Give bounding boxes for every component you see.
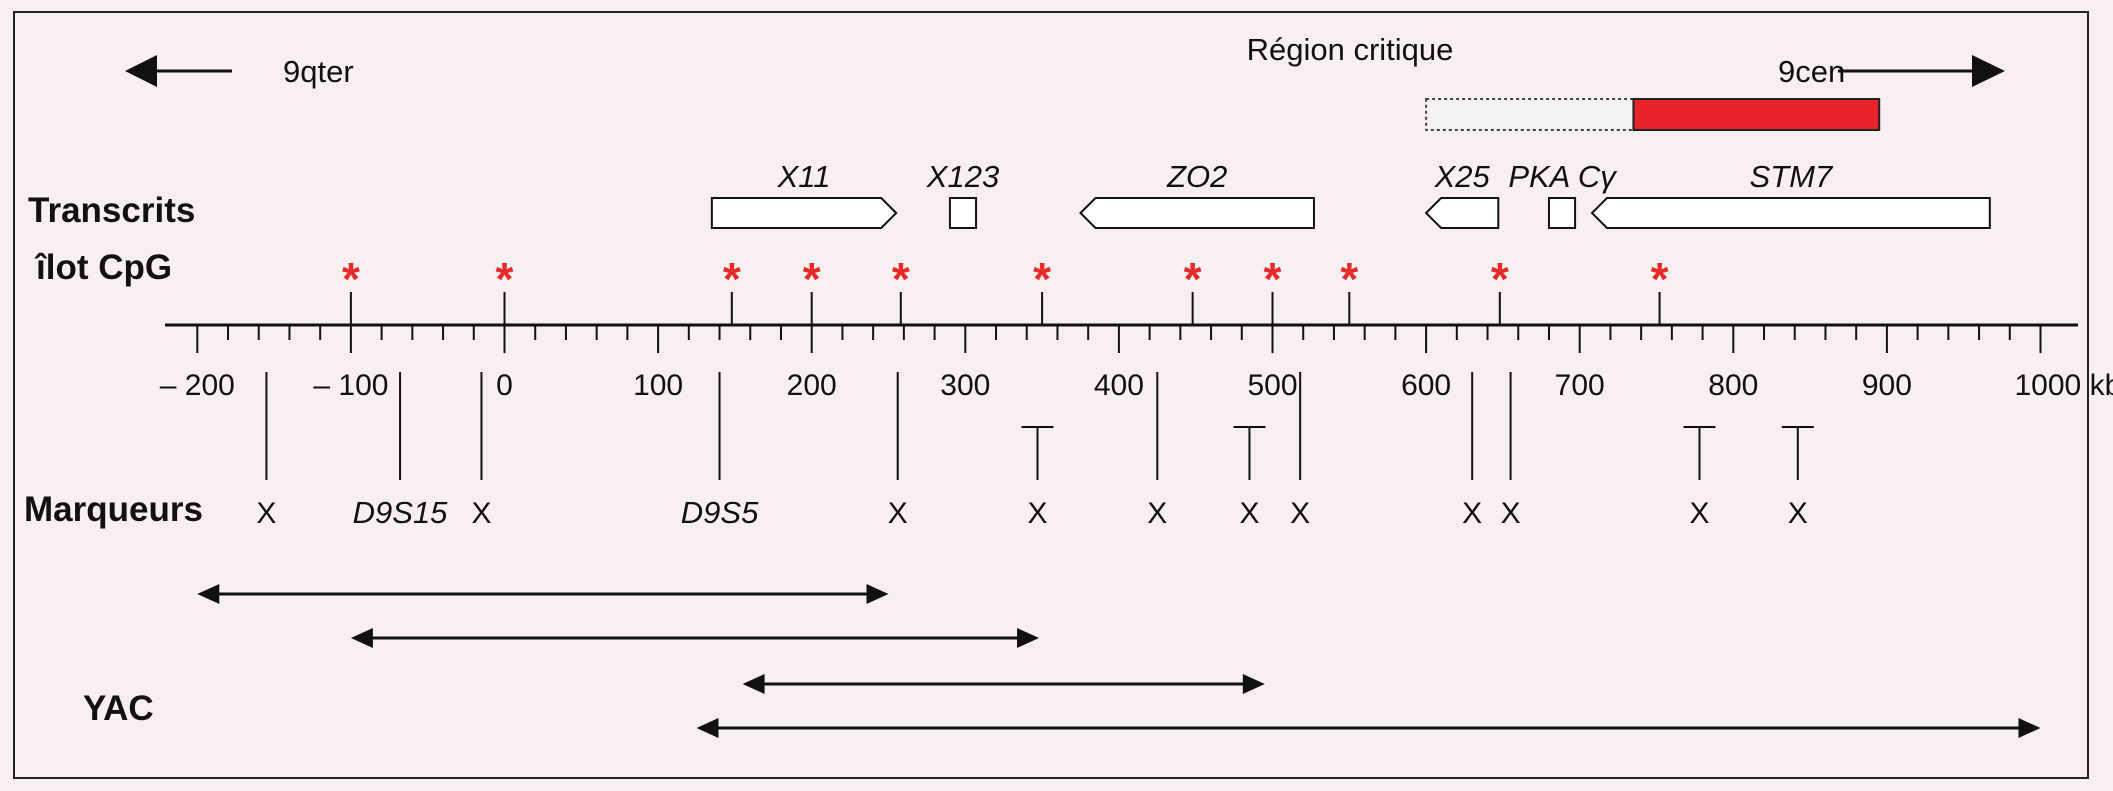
- marker-x: X: [1290, 497, 1310, 530]
- marker-x: X: [1462, 497, 1482, 530]
- axis-tick-label: – 200: [160, 369, 235, 402]
- marker-x: X: [1147, 497, 1167, 530]
- axis-tick-label: 100: [633, 369, 683, 402]
- cpg-island-star: *: [803, 253, 821, 305]
- axis-tick-label: 200: [787, 369, 837, 402]
- cpg-island-star: *: [1033, 253, 1051, 305]
- marker-x: X: [1027, 497, 1047, 530]
- transcript-gene: [1081, 198, 1314, 228]
- direction-right-label: 9cen: [1778, 54, 1845, 89]
- axis-tick-label: 900: [1862, 369, 1912, 402]
- axis-tick-label: – 100: [313, 369, 388, 402]
- axis-tick-label: 600: [1401, 369, 1451, 402]
- cpg-island-star: *: [1184, 253, 1202, 305]
- cpg-row-label: îlot CpG: [34, 248, 172, 287]
- axis-tick-label: 800: [1708, 369, 1758, 402]
- marker-x: X: [256, 497, 276, 530]
- yac-row-label: YAC: [83, 689, 154, 728]
- cpg-island-star: *: [892, 253, 910, 305]
- transcript-gene: [1592, 198, 1990, 228]
- transcript-gene: [712, 198, 896, 228]
- transcript-gene: [950, 198, 976, 228]
- axis-tick-label: 700: [1555, 369, 1605, 402]
- marker-x: X: [1690, 497, 1710, 530]
- transcript-gene: [1549, 198, 1575, 228]
- critical-region-confirmed: [1633, 99, 1879, 130]
- direction-left-label: 9qter: [283, 54, 354, 89]
- axis-tick-label: 0: [496, 369, 513, 402]
- cpg-island-star: *: [723, 253, 741, 305]
- critical-region-label: Région critique: [1247, 32, 1454, 67]
- marker-name: D9S5: [681, 495, 759, 530]
- axis-tick-label: 500: [1247, 369, 1297, 402]
- cpg-island-star: *: [1651, 253, 1669, 305]
- transcript-label: ZO2: [1166, 159, 1227, 194]
- marker-x: X: [1788, 497, 1808, 530]
- transcripts-row-label: Transcrits: [28, 191, 195, 230]
- cpg-island-star: *: [342, 253, 360, 305]
- marker-x: X: [1501, 497, 1521, 530]
- marker-x: X: [1239, 497, 1259, 530]
- cpg-island-star: *: [1340, 253, 1358, 305]
- transcript-label: X11: [777, 159, 831, 194]
- marker-name: D9S15: [353, 495, 449, 530]
- axis-tick-label: 400: [1094, 369, 1144, 402]
- cpg-island-star: *: [1264, 253, 1282, 305]
- cpg-island-star: *: [1491, 253, 1509, 305]
- transcript-label: X123: [926, 159, 999, 194]
- transcript-label: X25: [1434, 159, 1491, 194]
- cpg-island-star: *: [496, 253, 514, 305]
- transcript-gene: [1426, 198, 1498, 228]
- transcript-label: PKA Cγ: [1508, 159, 1617, 194]
- marker-x: X: [888, 497, 908, 530]
- axis-tick-label: 1000 kb: [2015, 369, 2113, 402]
- axis-tick-label: 300: [940, 369, 990, 402]
- marker-x: X: [471, 497, 491, 530]
- transcript-label: STM7: [1750, 159, 1834, 194]
- critical-region-uncertain: [1426, 99, 1633, 130]
- markers-row-label: Marqueurs: [24, 490, 203, 529]
